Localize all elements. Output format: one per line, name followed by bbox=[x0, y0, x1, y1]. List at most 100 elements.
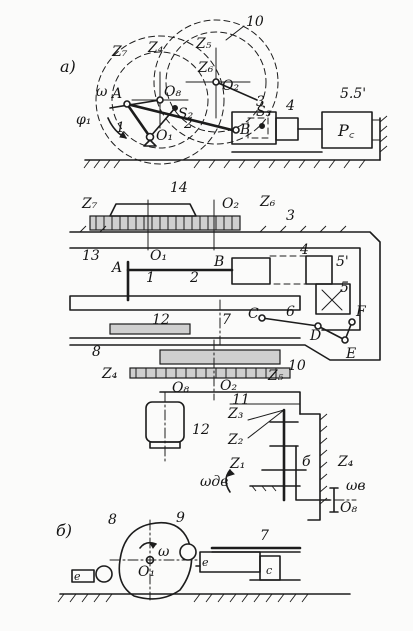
block-5p bbox=[305, 255, 333, 285]
label-1: 1 bbox=[116, 120, 125, 136]
joint-o2 bbox=[212, 78, 220, 86]
omega-arrowhead-b bbox=[149, 542, 157, 549]
pump-4 bbox=[275, 117, 299, 141]
pitch-circle-z7 bbox=[111, 51, 209, 149]
roller-left bbox=[95, 565, 113, 583]
label-1-mid: 1 bbox=[146, 270, 155, 286]
label-2-mid: 2 bbox=[189, 270, 199, 286]
label-12-motor: 12 bbox=[192, 422, 210, 438]
label-2: 2 bbox=[183, 116, 193, 132]
label-e: E bbox=[345, 346, 356, 362]
joint-f bbox=[348, 318, 356, 326]
gear-teeth-z4-z5 bbox=[135, 367, 277, 379]
motor-shaft-hatch bbox=[251, 485, 277, 492]
label-omega-b: ω bbox=[158, 544, 170, 560]
joint-o8 bbox=[156, 96, 164, 104]
ground-hatch-a bbox=[83, 159, 366, 169]
joint-a bbox=[123, 100, 131, 108]
housing-hatch bbox=[79, 225, 347, 233]
gear-z4-z5 bbox=[129, 367, 291, 379]
label-9: 9 bbox=[176, 510, 185, 526]
label-12-mid: 12 bbox=[152, 312, 170, 328]
line-o1-s2 bbox=[149, 107, 176, 138]
lever-11 bbox=[159, 391, 301, 415]
gear-14-hub bbox=[109, 203, 197, 217]
label-omega-a: ω bbox=[96, 84, 108, 100]
label-z5: Z₅ bbox=[195, 36, 212, 52]
leader-10 bbox=[225, 25, 245, 41]
label-z6-mid: Z₆ bbox=[259, 194, 276, 210]
label-b: B bbox=[239, 122, 250, 138]
label-c: C bbox=[248, 306, 259, 322]
housing-inner bbox=[69, 247, 361, 331]
label-5: 5 bbox=[340, 280, 349, 296]
gear-plate-10 bbox=[159, 349, 281, 365]
label-z6: Z₆ bbox=[197, 60, 214, 76]
panel-b-cam-mechanism bbox=[57, 519, 351, 603]
slider-inner-s3 bbox=[247, 117, 269, 139]
panel-middle-structure bbox=[69, 199, 381, 463]
label-phi1: φ₁ bbox=[76, 112, 91, 128]
linkage-6 bbox=[261, 317, 353, 341]
label-s2: S₂ bbox=[178, 106, 194, 122]
label-z3: Z₃ bbox=[227, 406, 244, 422]
gear-shafts-top bbox=[147, 199, 215, 251]
label-z7-mid: Z₇ bbox=[81, 196, 98, 212]
label-7-b: 7 bbox=[260, 528, 269, 544]
joint-e bbox=[341, 336, 349, 344]
label-o8-gearbox: O₈ bbox=[340, 500, 357, 516]
label-pc: P꜀ bbox=[337, 121, 355, 140]
panel-b-tag: б) bbox=[56, 521, 72, 540]
label-e-left: е bbox=[74, 570, 81, 583]
pitch-circle-10 bbox=[153, 19, 279, 145]
joint-d bbox=[314, 322, 322, 330]
label-b-gearbox: б bbox=[302, 454, 311, 470]
gearbox-right bbox=[225, 403, 357, 521]
label-4-mid: 4 bbox=[299, 242, 309, 258]
label-14: 14 bbox=[170, 180, 188, 196]
label-10: 10 bbox=[246, 14, 264, 30]
block-pc bbox=[321, 111, 373, 149]
label-z5-mid: Z₅ bbox=[267, 368, 284, 384]
block-5-cross bbox=[321, 289, 343, 311]
gearbox-gears bbox=[261, 421, 307, 471]
follower-right bbox=[199, 551, 261, 573]
label-o1-b: O₁ bbox=[138, 564, 155, 580]
label-e-right: е bbox=[202, 556, 209, 569]
block-5 bbox=[315, 283, 351, 315]
panel-a-tag: а) bbox=[60, 57, 76, 76]
label-3: 3 bbox=[256, 94, 265, 110]
label-o8: O₈ bbox=[164, 84, 181, 100]
support-o1 bbox=[143, 139, 157, 147]
gear-teeth-top bbox=[95, 215, 233, 231]
crank-1 bbox=[125, 102, 152, 139]
label-s3: S₃ bbox=[256, 104, 272, 120]
label-c-b: c bbox=[266, 564, 272, 577]
label-8-mid: 8 bbox=[92, 344, 101, 360]
label-f: F bbox=[355, 304, 367, 320]
gear-12 bbox=[109, 323, 191, 335]
label-4: 4 bbox=[285, 98, 295, 114]
gearbox-wall bbox=[299, 413, 321, 521]
piston-b bbox=[231, 257, 271, 285]
omega-dv-arrowhead bbox=[227, 469, 235, 477]
label-o2: O₂ bbox=[222, 78, 239, 94]
label-o2-mid: O₂ bbox=[222, 196, 239, 212]
gearbox-leaders bbox=[247, 409, 285, 439]
label-omega-dv: ωдв bbox=[200, 474, 228, 490]
label-7: 7 bbox=[222, 312, 231, 328]
joint-c bbox=[258, 314, 266, 322]
label-55: 5.5' bbox=[340, 86, 366, 102]
omega-dv-arrow bbox=[225, 469, 231, 493]
line-o2-3 bbox=[215, 81, 258, 101]
label-a-mid: A bbox=[110, 260, 122, 276]
point-s3 bbox=[259, 123, 265, 129]
label-o2-low: O₂ bbox=[220, 378, 237, 394]
pump-4-middle bbox=[269, 255, 307, 285]
line-a-o8 bbox=[109, 99, 161, 109]
label-z7: Z₇ bbox=[111, 44, 128, 60]
label-z4: Z₄ bbox=[147, 40, 164, 56]
label-z4-mid: Z₄ bbox=[101, 366, 118, 382]
